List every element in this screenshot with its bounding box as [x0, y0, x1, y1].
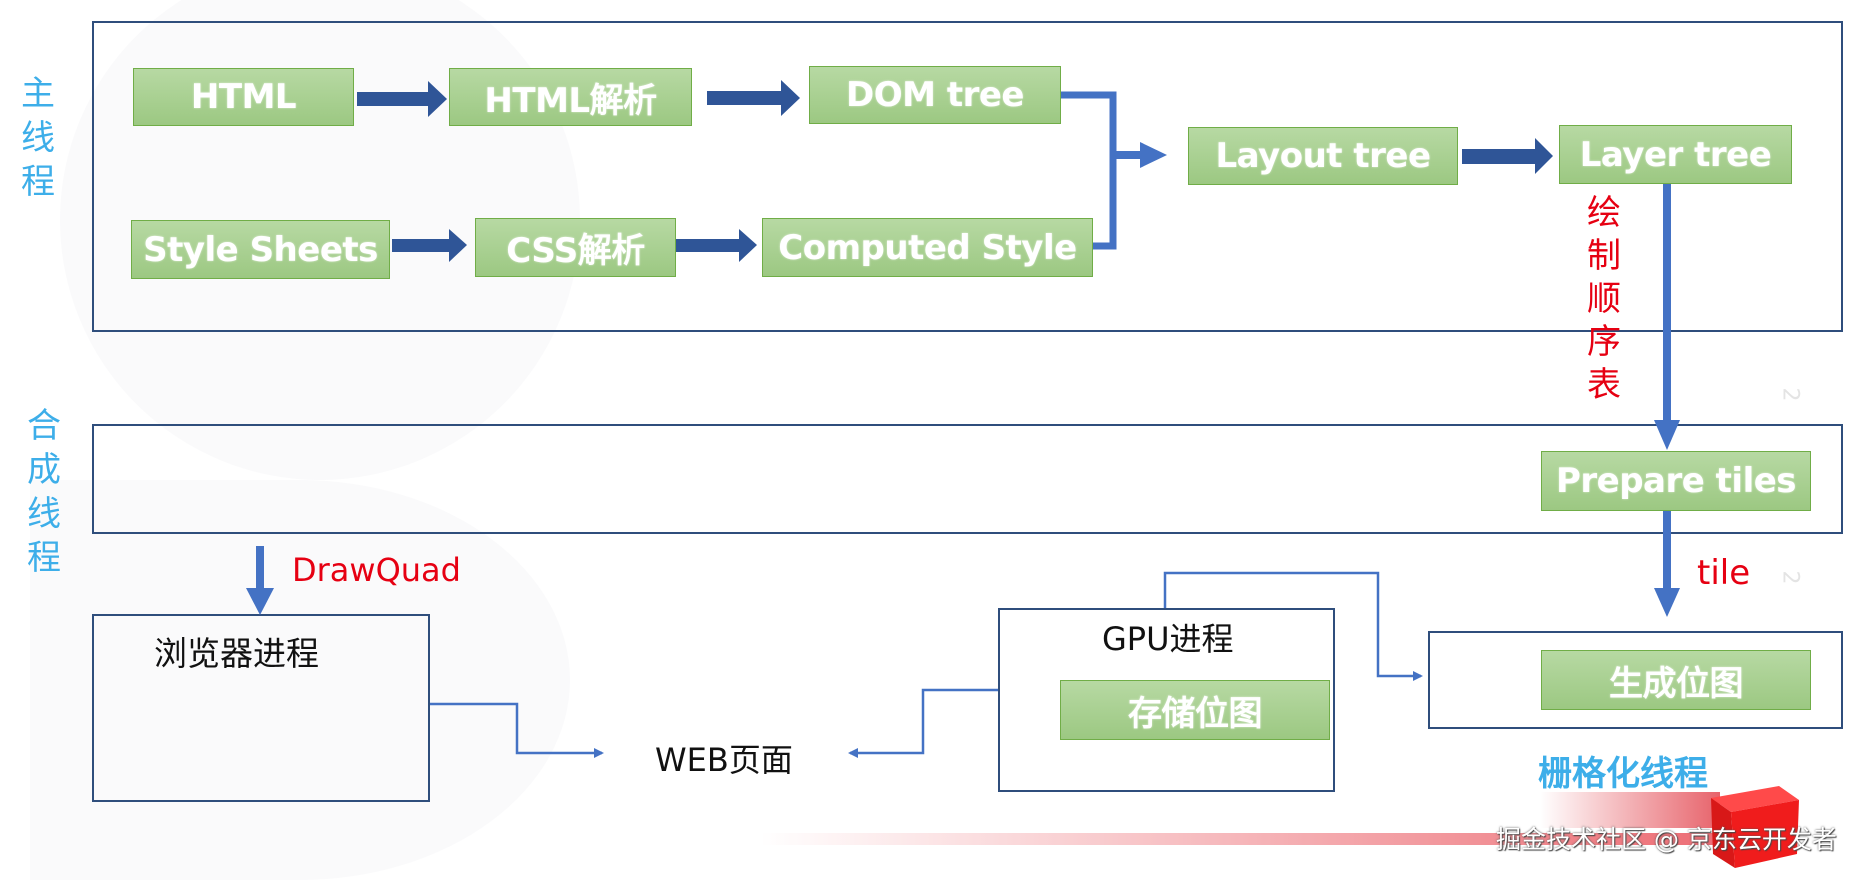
node-dom-tree: DOM tree: [809, 66, 1061, 124]
browser-process-label: 浏览器进程: [154, 634, 319, 673]
red-cube-icon: [1711, 786, 1799, 868]
watermark-text: 掘金技术社区 @ 京东云开发者: [1496, 825, 1837, 854]
drawquad-label: DrawQuad: [292, 551, 461, 589]
node-html: HTML: [133, 68, 354, 126]
arrow-cssparse-to-computed: [676, 229, 757, 262]
arrow-parse-to-dom: [707, 80, 800, 116]
node-style-sheets: Style Sheets: [131, 220, 390, 279]
node-layer-tree: Layer tree: [1559, 125, 1792, 184]
background-watermark-shape: [30, 480, 570, 880]
node-store-bitmap: 存储位图: [1060, 680, 1330, 740]
merge-bracket-to-layout: [1061, 91, 1167, 250]
arrow-stylesheets-to-cssparse: [392, 229, 467, 262]
watermark-red-band: [1540, 792, 1720, 828]
raster-thread-frame: [1428, 631, 1843, 729]
gpu-process-frame: [998, 608, 1335, 792]
faint-page-marker: 2: [1777, 570, 1803, 585]
arrow-drawquad: [246, 546, 274, 615]
connector-gpu-to-web: [848, 688, 998, 758]
browser-process-frame: [92, 614, 430, 802]
connector-browser-to-web: [430, 702, 604, 758]
node-layout-tree: Layout tree: [1188, 127, 1458, 185]
arrow-html-to-parse: [357, 81, 447, 117]
web-page-label: WEB页面: [655, 741, 793, 779]
tile-label: tile: [1697, 553, 1751, 593]
arrow-layer-to-prepare-tiles: [1654, 184, 1680, 450]
node-generate-bitmap: 生成位图: [1541, 650, 1811, 710]
node-css-parse: CSS解析: [475, 218, 676, 277]
node-computed-style: Computed Style: [762, 218, 1093, 277]
node-prepare-tiles: Prepare tiles: [1541, 451, 1811, 511]
gpu-process-label: GPU进程: [1102, 620, 1234, 658]
compositor-thread-frame: [92, 424, 1843, 534]
watermark-red-streak: [760, 833, 1720, 845]
raster-thread-label: 栅格化线程: [1538, 754, 1708, 794]
connector-gpu-to-raster: [1163, 571, 1423, 681]
node-html-parse: HTML解析: [449, 68, 692, 126]
paint-order-text: 绘制顺序表: [1587, 193, 1621, 405]
arrow-layout-to-layer: [1462, 138, 1553, 174]
paint-order-label: 绘制顺序表: [1586, 192, 1622, 407]
arrow-prepare-tiles-to-raster: [1654, 510, 1680, 617]
main-thread-frame: [92, 21, 1843, 332]
main-thread-label: 主线程: [21, 74, 55, 202]
faint-page-marker: 2: [1777, 387, 1803, 402]
compositor-thread-label: 合成线程: [27, 406, 61, 578]
